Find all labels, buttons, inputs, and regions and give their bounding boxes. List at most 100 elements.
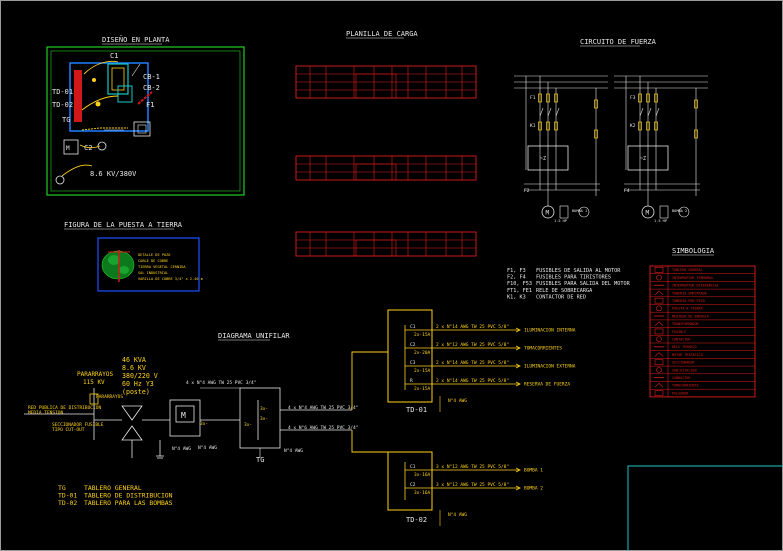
pararrayos-note-1: PARARRAYOS bbox=[96, 394, 123, 400]
td01-circuit-rating-3: 2x-15A bbox=[414, 368, 431, 374]
td02-panel bbox=[387, 451, 433, 511]
symbols-title: SIMBOLOGIA bbox=[672, 247, 715, 255]
starter-right-motor-name: BOMBA 2 bbox=[672, 209, 687, 213]
td01-circuit-cable-3: 2 x N°14 AWG TW 25 PVC 5/8" bbox=[436, 360, 509, 366]
svg-text:M: M bbox=[646, 210, 650, 217]
svg-text:M: M bbox=[181, 411, 186, 420]
source-spec-1: 46 KVA bbox=[122, 356, 146, 364]
symbol-label-7: MEDIDOR DE ENERGIA bbox=[672, 314, 709, 318]
grounding-note-3: TIERRA VEGETAL CERNIDA bbox=[138, 265, 186, 269]
plan-label-cb1: CB-1 bbox=[143, 73, 160, 81]
pararrayos-label: PARARRAYOS bbox=[77, 371, 114, 378]
td01-circuit-load-3: ILUMINACION EXTERNA bbox=[524, 364, 576, 370]
td01-circuit-id-3: C3 bbox=[410, 360, 416, 366]
network-note-1: RED PUBLICA DE DISTRIBUCION bbox=[28, 405, 101, 411]
plan-label-tg: TG bbox=[62, 116, 70, 124]
abbr-code-1: TG bbox=[58, 484, 66, 492]
td01-circuit-load-1: ILUMINACION INTERNA bbox=[524, 328, 576, 334]
legend-text-4: RELE DE SOBRECARGA bbox=[536, 288, 593, 294]
symbol-label-6: PUESTA A TIERRA bbox=[672, 307, 703, 311]
network-note-2: MEDIA TENSION bbox=[28, 410, 64, 416]
grounding-note-2: CABLE DE COBRE bbox=[138, 259, 168, 263]
symbol-label-4: TUBERIA EMPOTRADA bbox=[672, 291, 707, 295]
grounding-detail: DETALLE DE POZO CABLE DE COBRE TIERRA VEGE… bbox=[97, 237, 203, 292]
symbol-icon-2 bbox=[656, 274, 662, 281]
legend-code-2: F2, F4 bbox=[507, 275, 526, 281]
td01-circuit-3: C3 2x-15A 2 x N°14 AWG TW 25 PVC 5/8" ILUMI… bbox=[405, 360, 576, 374]
td02-label: TD-02 bbox=[406, 516, 427, 524]
plan-label-td01: TD-01 bbox=[52, 88, 73, 96]
svg-text:M: M bbox=[546, 210, 550, 217]
td01-circuit-rating-1: 2x-15A bbox=[414, 332, 431, 338]
svg-text:~Z: ~Z bbox=[640, 156, 646, 162]
load-sheet-tables bbox=[295, 65, 477, 257]
legend-text-3: FUSIBLES PARA SALIDA DEL MOTOR bbox=[536, 281, 631, 287]
cable-td01-label: 4 x N°4 AWG TW 25 PVC 3/4" bbox=[288, 405, 358, 411]
load-sheet-title: PLANILLA DE CARGA bbox=[346, 30, 418, 38]
symbol-icon-10 bbox=[656, 336, 662, 342]
grounding-note-1: DETALLE DE POZO bbox=[138, 253, 170, 257]
td02-circuit-rating-2: 3x-16A bbox=[414, 490, 431, 496]
starter-left-motor-name: BOMBA 1 bbox=[572, 209, 587, 213]
abbr-code-3: TD-02 bbox=[58, 499, 77, 507]
symbol-icon-17 bbox=[654, 390, 664, 396]
symbols-frame bbox=[649, 265, 756, 398]
starter-right-label-1: F3 bbox=[630, 95, 636, 101]
svg-text:M: M bbox=[66, 145, 70, 152]
symbol-icon-6 bbox=[656, 305, 662, 312]
plan-label-td02: TD-02 bbox=[52, 101, 73, 109]
tg-breaker-2: 3x- bbox=[260, 416, 268, 422]
starter-right-label-2: K2 bbox=[630, 123, 636, 129]
symbol-icon-1 bbox=[654, 267, 664, 273]
ground-note-3: N°4 AWG bbox=[284, 448, 303, 454]
td01-ground-note: N°4 AWG bbox=[448, 398, 467, 404]
ground-note-2: N°4 AWG bbox=[198, 445, 217, 451]
source-spec-5: (poste) bbox=[122, 388, 150, 396]
cutout-note-1: SECCIONADOR FUSIBLE bbox=[52, 422, 104, 428]
plan-frame bbox=[46, 46, 245, 196]
plan-label-cb2: CB-2 bbox=[143, 84, 160, 92]
symbol-label-11: RELE TERMICO bbox=[672, 345, 697, 349]
plan-title: DISEÑO EN PLANTA bbox=[102, 35, 170, 44]
cutout-note-2: TIPO CUT-OUT bbox=[52, 427, 85, 433]
td02-circuit-cable-1: 3 x N°12 AWG TW 25 PVC 5/8" bbox=[436, 464, 509, 470]
plan-label-transformer: 8.6 KV/380V bbox=[90, 170, 137, 178]
td01-label: TD-01 bbox=[406, 406, 427, 414]
symbol-icon-14 bbox=[656, 367, 662, 373]
symbol-label-10: CONTACTOR bbox=[672, 338, 691, 342]
abbr-text-2: TABLERO DE DISTRIBUCION bbox=[84, 492, 173, 500]
td01-circuit-cable-2: 2 x N°12 AWG TW 25 PVC 5/8" bbox=[436, 342, 509, 348]
symbol-label-9: FUSIBLE bbox=[672, 330, 686, 334]
symbol-icon-8 bbox=[654, 321, 664, 326]
legend-text-5: CONTACTOR DE RED bbox=[536, 294, 586, 300]
load-table-1 bbox=[295, 65, 477, 99]
td02-circuit-load-1: BOMBA 1 bbox=[524, 468, 543, 474]
starter-left-label-2: K1 bbox=[530, 123, 536, 129]
symbol-icon-4 bbox=[654, 290, 664, 296]
starter-left-motor-sub: 1.5 HP bbox=[554, 219, 567, 223]
legend-code-3: F10, F53 bbox=[507, 281, 532, 287]
symbol-label-8: TRANSFORMADOR bbox=[672, 322, 699, 326]
legend-text-2: FUSIBLES PARA TIRISTORES bbox=[536, 275, 611, 281]
tg-breaker-3: 3x- bbox=[244, 422, 252, 428]
td02-circuit-id-1: C1 bbox=[410, 464, 416, 470]
single-line-title: DIAGRAMA UNIFILAR bbox=[218, 332, 290, 340]
symbol-label-14: SUB-ESTACION bbox=[672, 368, 697, 372]
symbol-icon-9 bbox=[654, 328, 664, 335]
td02-circuit-cable-2: 3 x N°12 AWG TW 25 PVC 5/8" bbox=[436, 482, 509, 488]
symbol-label-1: TABLERO GENERAL bbox=[672, 268, 703, 272]
pararrayos-rating: 115 KV bbox=[83, 379, 105, 386]
starter-right-motor-sub: 1.5 HP bbox=[654, 219, 667, 223]
power-circuit-title: CIRCUITO DE FUERZA bbox=[580, 38, 657, 46]
td01-panel bbox=[387, 309, 433, 403]
